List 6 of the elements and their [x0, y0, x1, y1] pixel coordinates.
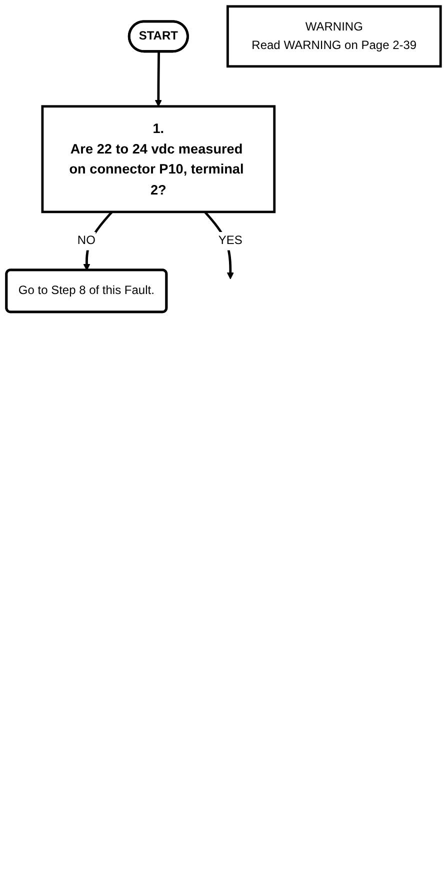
edge-label: NO [77, 234, 96, 248]
node-box [41, 105, 276, 214]
node-box [226, 5, 442, 68]
edge-label: YES [218, 234, 242, 248]
arrow [154, 52, 162, 107]
arrow [83, 211, 113, 271]
